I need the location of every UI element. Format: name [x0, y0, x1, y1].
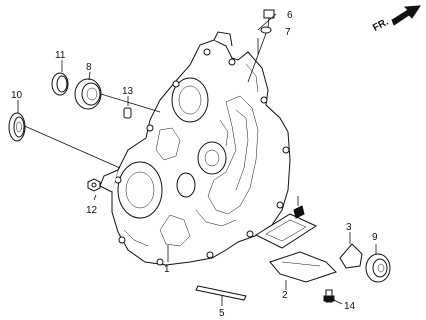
- callout-2: 2: [282, 290, 288, 301]
- seal-ring-part-11: [51, 72, 69, 96]
- cap-part-3: [339, 232, 363, 269]
- callout-3: 3: [346, 222, 352, 233]
- callout-11: 11: [55, 50, 66, 61]
- oil-seal-part-10: [8, 112, 26, 142]
- callout-6: 6: [287, 10, 293, 21]
- callout-10: 10: [11, 90, 23, 101]
- nut-part-12: [87, 178, 101, 192]
- strainer-part-2: [269, 251, 337, 290]
- bolt-part-6: [247, 9, 275, 83]
- front-direction-indicator: FR.: [371, 5, 421, 34]
- bolt-part-14: [323, 289, 343, 305]
- seal-part-9: [365, 244, 391, 283]
- callouts: 1 2 3 5 6 7 8 9 10 11 12 13 14: [11, 10, 378, 319]
- front-direction-label: FR.: [371, 17, 391, 34]
- bearing-part-8: [74, 78, 161, 113]
- front-arrow-icon: [391, 5, 421, 26]
- leader-lines: [17, 13, 277, 262]
- callout-8: 8: [86, 62, 92, 73]
- washer-part-7: [260, 26, 272, 34]
- callout-12: 12: [86, 205, 98, 216]
- callout-9: 9: [372, 232, 378, 243]
- transmission-housing: [99, 31, 291, 266]
- callout-5: 5: [219, 308, 225, 319]
- callout-14: 14: [344, 301, 356, 312]
- callout-7: 7: [285, 27, 291, 38]
- dowel-pin-part-13: [123, 107, 132, 119]
- callout-1: 1: [164, 264, 170, 275]
- pin-part-5: [195, 285, 247, 306]
- axle-line: [19, 123, 121, 169]
- callout-13: 13: [122, 86, 134, 97]
- filter-part-4: [254, 196, 318, 249]
